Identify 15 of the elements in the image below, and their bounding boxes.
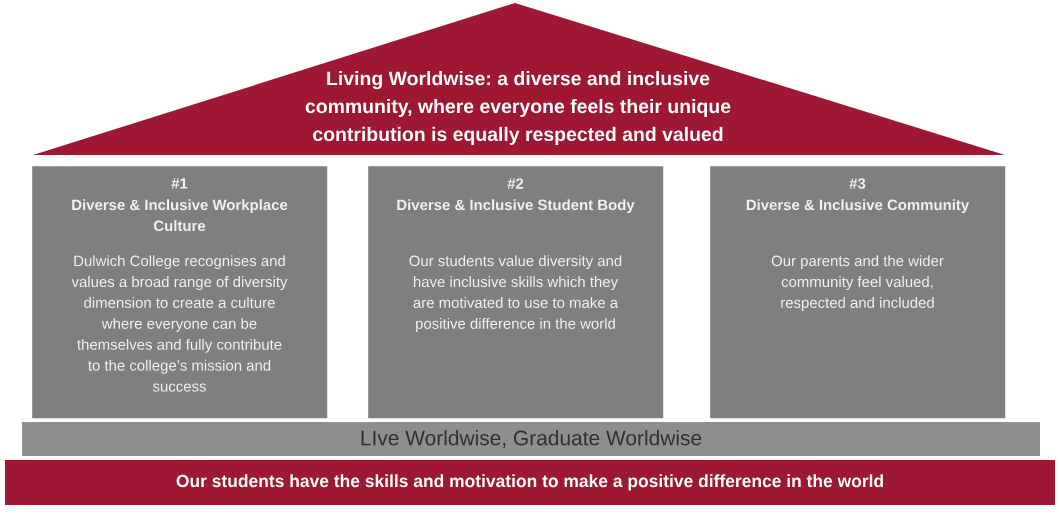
pillar-number: #1 xyxy=(171,178,188,189)
pillar xyxy=(368,166,664,419)
pillar-number: #3 xyxy=(849,178,866,189)
pillar-heading: Diverse & Inclusive Student Body xyxy=(397,199,635,214)
pillar-heading: Diverse & Inclusive Community xyxy=(746,199,970,214)
base-band: Our students have the skills and motivation to make a positive difference in the world xyxy=(5,460,1055,505)
pillar-number: #2 xyxy=(507,178,524,189)
roof-triangle: Living Worldwise: a diverse and inclusive community, where everyone feels their unique contribution is equally respected and valued xyxy=(33,3,1005,155)
foundation-band: LIve Worldwise, Graduate Worldwise xyxy=(22,422,1040,456)
pillar-description: Dulwich College recognises and values a broad range of diversity dimension to create a culture where everyone can be themselves and fully contribute to the college’s mission and success xyxy=(71,255,288,392)
pillar-description: Our students value diversity and have inclusive skills which they are motivated to use to make a positive difference in the world xyxy=(409,255,622,332)
pillar xyxy=(32,166,328,419)
pillar xyxy=(710,166,1006,419)
pillar-heading: Diverse & Inclusive Workplace Culture xyxy=(72,199,288,232)
pillar-description: Our parents and the wider community feel valued, respected and included xyxy=(771,255,944,311)
